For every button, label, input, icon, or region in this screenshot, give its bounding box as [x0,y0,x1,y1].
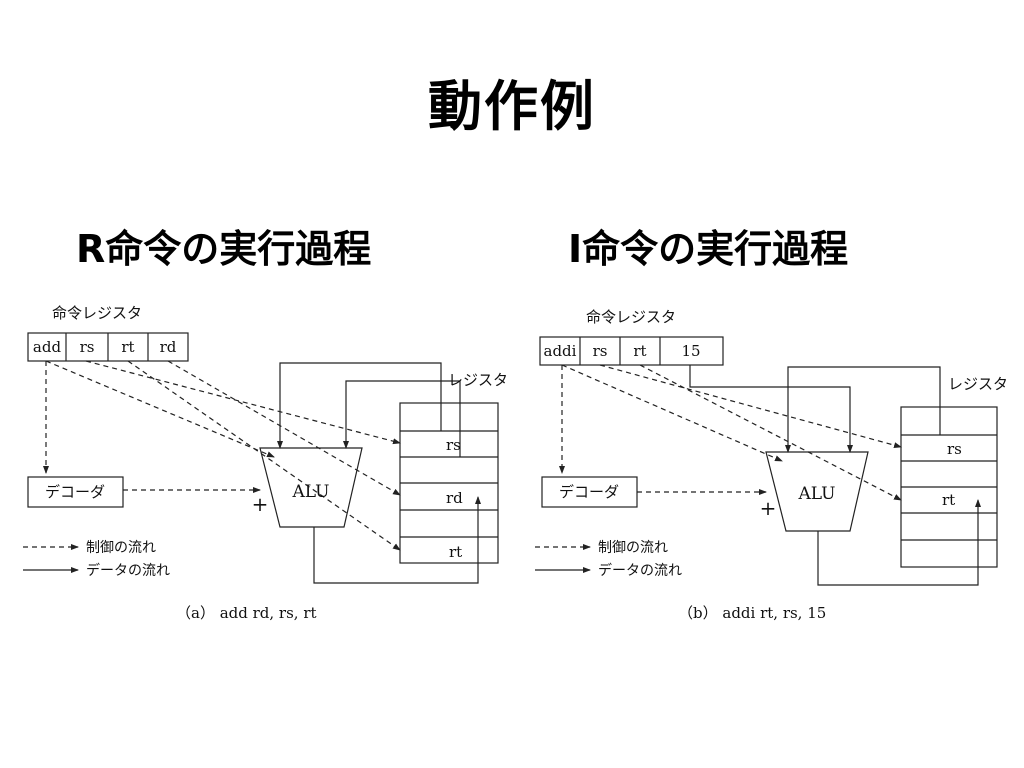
slide-title: 動作例 [428,75,596,138]
legend-data-flow: データの流れ [598,562,682,579]
r-instruction-diagram: 命令レジスタ add rs rt rd レジスタ rs rd rt ALU + … [23,304,508,622]
caption-b: （b） addi rt, rs, 15 [678,604,826,622]
alu-label: ALU [292,482,330,502]
caption-a: （a） add rd, rs, rt [176,604,317,622]
register-rs: rs [947,440,962,458]
i-instruction-diagram: 命令レジスタ addi rs rt 15 レジスタ rs rt ALU + デコ… [535,308,1008,622]
register-file-label: レジスタ [948,375,1008,393]
alu-label: ALU [798,484,836,504]
subtitle-i-instruction: I命令の実行過程 [568,227,849,271]
register-rt: rt [449,543,462,561]
plus-sign: + [252,492,269,516]
field-rd: rd [160,338,177,356]
register-rt: rt [942,491,955,509]
field-rs: rs [80,338,95,356]
alu-block [765,451,869,532]
field-rs: rs [593,342,608,360]
legend-control-flow: 制御の流れ [86,540,156,556]
decoder-block [27,476,124,508]
register-rs: rs [446,436,461,454]
plus-sign: + [760,496,777,520]
legend-data-flow: データの流れ [86,562,170,579]
legend-control-flow: 制御の流れ [598,540,668,556]
decoder-label: デコーダ [559,483,619,501]
instruction-register-label: 命令レジスタ [586,308,676,326]
instruction-register [539,336,724,366]
decoder-label: デコーダ [45,483,105,501]
field-immediate: 15 [681,342,700,360]
field-rt: rt [121,338,134,356]
alu-block [259,447,363,528]
field-opcode: add [33,338,62,356]
register-file-label: レジスタ [448,371,508,389]
instruction-register-label: 命令レジスタ [52,304,142,322]
register-rd: rd [446,489,463,507]
field-rt: rt [633,342,646,360]
field-opcode: addi [544,342,577,360]
subtitle-r-instruction: R命令の実行過程 [76,227,372,271]
